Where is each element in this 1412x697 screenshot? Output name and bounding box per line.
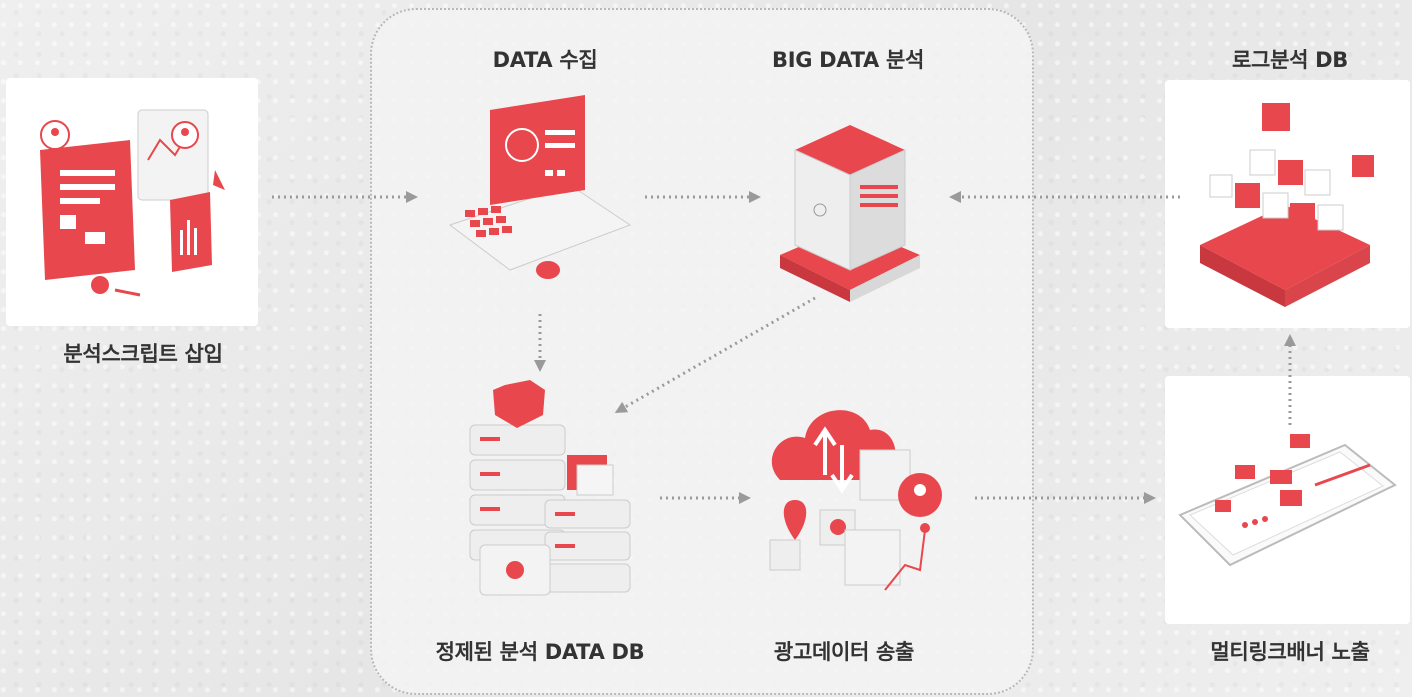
label-ad-send: 광고데이터 송출 <box>773 640 915 664</box>
label-multilink: 멀티링크배너 노출 <box>1210 640 1370 664</box>
cloud-network-icon <box>769 410 942 591</box>
tablet-icon <box>1178 434 1397 567</box>
label-script-insert: 분석스크립트 삽입 <box>63 342 223 366</box>
computer-icon <box>448 95 632 279</box>
label-data-collect: DATA 수집 <box>492 48 598 72</box>
label-log-db: 로그분석 DB <box>1232 48 1348 72</box>
database-stack-icon <box>469 380 631 596</box>
cubes-icon <box>1200 103 1374 307</box>
forms-analytics-icon <box>40 109 225 297</box>
label-bigdata: BIG DATA 분석 <box>771 48 925 72</box>
server-icon <box>780 125 920 302</box>
label-refined-db: 정제된 분석 DATA DB <box>435 640 645 664</box>
